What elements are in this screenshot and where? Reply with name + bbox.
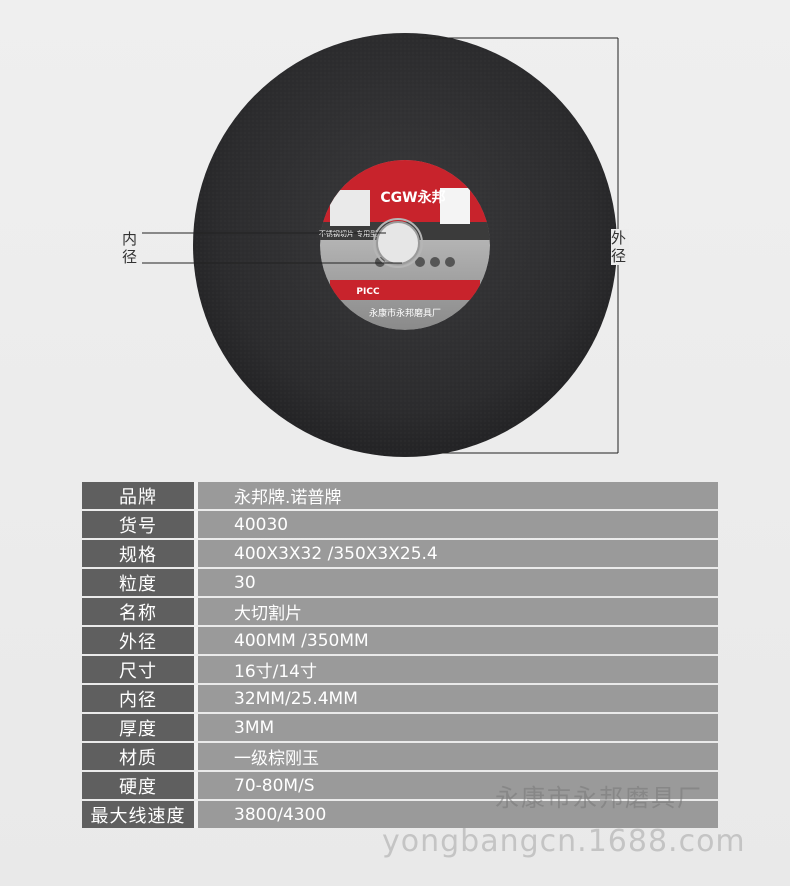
spec-divider (194, 801, 198, 828)
spec-key: 货号 (82, 511, 194, 538)
spec-key: 外径 (82, 627, 194, 654)
spec-key: 规格 (82, 540, 194, 567)
spec-value: 40030 (198, 511, 718, 538)
spec-key: 最大线速度 (82, 801, 194, 828)
disc-center-label (320, 160, 490, 330)
disc-logo-text: PICC (356, 287, 380, 297)
watermark-company: 永康市永邦磨具厂 (495, 784, 703, 812)
spec-key: 粒度 (82, 569, 194, 596)
spec-value: 16寸/14寸 (198, 656, 718, 683)
spec-key: 内径 (82, 685, 194, 712)
spec-key: 品牌 (82, 482, 194, 509)
spec-value: 3MM (198, 714, 718, 741)
spec-divider (194, 714, 198, 741)
spec-value: 3800/4300 (198, 801, 718, 828)
spec-value: 400MM /350MM (198, 627, 718, 654)
spec-divider (194, 511, 198, 538)
spec-key: 材质 (82, 743, 194, 770)
spec-divider (194, 685, 198, 712)
outer-diameter-label: 外径 (611, 229, 629, 265)
cutting-disc-photo: CGW永邦 不锈钢切片 专用型 PICC 永康市永邦磨具厂 (142, 33, 619, 457)
spec-value: 70-80M/S (198, 772, 718, 799)
spec-row: 品牌永邦牌.诺普牌 (82, 482, 718, 509)
spec-value: 32MM/25.4MM (198, 685, 718, 712)
spec-divider (194, 598, 198, 625)
spec-key: 名称 (82, 598, 194, 625)
spec-divider (194, 540, 198, 567)
spec-divider (194, 627, 198, 654)
spec-divider (194, 772, 198, 799)
disc-maker-text: 永康市永邦磨具厂 (369, 307, 441, 319)
spec-row: 名称大切割片 (82, 598, 718, 625)
spec-row: 材质一级棕刚玉 (82, 743, 718, 770)
spec-value: 大切割片 (198, 598, 718, 625)
spec-value: 永邦牌.诺普牌 (198, 482, 718, 509)
watermark-url: yongbangcn.1688.com (382, 824, 746, 859)
spec-key: 尺寸 (82, 656, 194, 683)
spec-divider (194, 743, 198, 770)
spec-key: 硬度 (82, 772, 194, 799)
inner-diameter-label: 内径 (122, 230, 138, 266)
spec-value: 30 (198, 569, 718, 596)
arbor-hole (377, 222, 419, 264)
spec-key: 厚度 (82, 714, 194, 741)
spec-value: 400X3X32 /350X3X25.4 (198, 540, 718, 567)
spec-divider (194, 569, 198, 596)
spec-value: 一级棕刚玉 (198, 743, 718, 770)
spec-divider (194, 656, 198, 683)
disc-brand-text: CGW永邦 (380, 189, 445, 206)
spec-divider (194, 482, 198, 509)
